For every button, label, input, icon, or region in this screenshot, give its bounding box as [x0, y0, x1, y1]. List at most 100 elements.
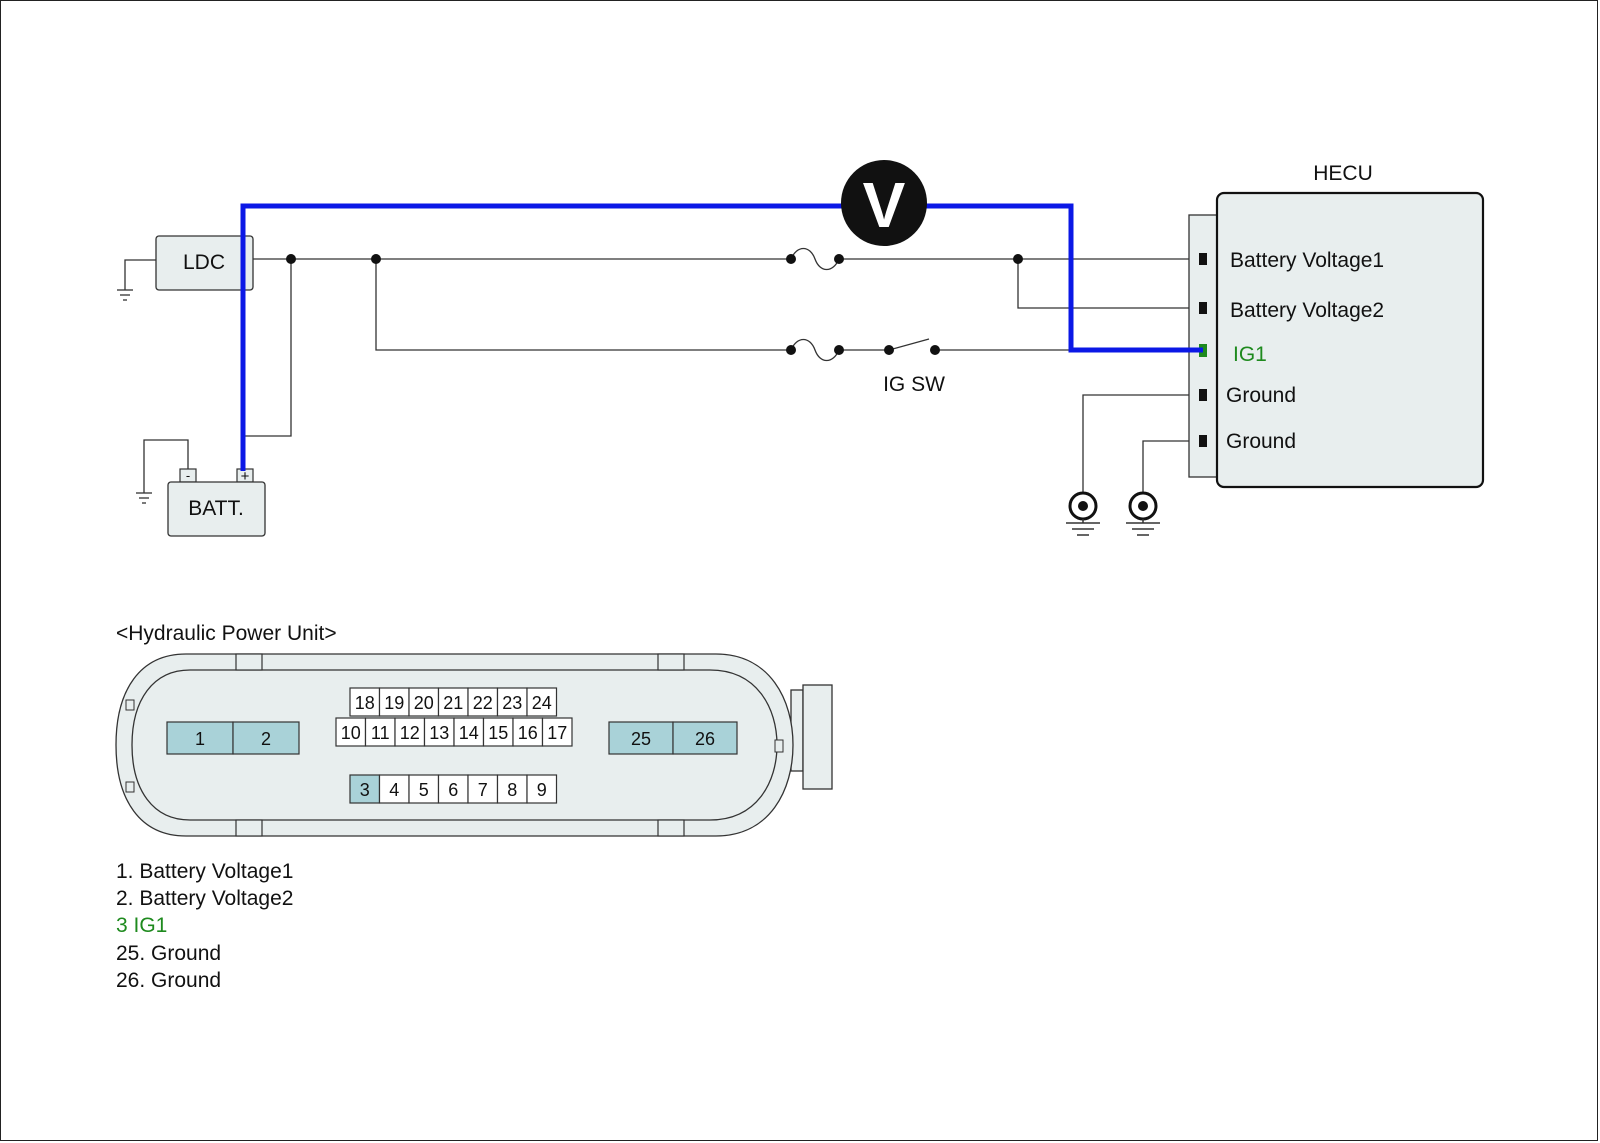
connector-pin-label: 18 — [355, 693, 375, 713]
connector-pin-label: 2 — [261, 729, 271, 749]
hecu-pin — [1199, 389, 1207, 401]
ig-sw-label: IG SW — [883, 373, 945, 396]
connector-pin-18: 18 — [349, 687, 381, 717]
batt-label: BATT. — [188, 497, 244, 520]
connector-pin-label: 7 — [478, 780, 488, 800]
legend-item-ig1: 3 IG1 — [116, 914, 168, 937]
voltmeter-label: V — [863, 169, 906, 241]
connector-pin-label: 20 — [414, 693, 434, 713]
probe-wire-positive — [925, 203, 1203, 353]
connector-pin-9: 9 — [526, 774, 558, 804]
connector-pin-14: 14 — [453, 717, 485, 747]
wiring — [124, 258, 1196, 493]
chassis-grounds — [117, 289, 152, 504]
connector-pin-label: 10 — [341, 723, 361, 743]
junction-dots — [286, 254, 1023, 355]
switch-terminal-dot — [884, 345, 894, 355]
junction-dot — [1013, 254, 1023, 264]
connector-notch — [235, 653, 263, 671]
connector-pin-label: 21 — [443, 693, 463, 713]
ldc-label: LDC — [183, 251, 225, 274]
connector-pin-label: 15 — [488, 723, 508, 743]
fuse-battery — [790, 247, 840, 271]
connector-pin-5: 5 — [408, 774, 440, 804]
voltmeter: V — [841, 160, 927, 246]
connector-pin-17: 17 — [541, 717, 573, 747]
connector-notch — [657, 819, 685, 837]
junction-dot — [371, 254, 381, 264]
hecu-pin-label-ig1: IG1 — [1233, 343, 1267, 366]
connector-pin-label: 3 — [360, 780, 370, 800]
hecu-pin — [1199, 302, 1207, 314]
connector-pin-4: 4 — [378, 774, 410, 804]
connector-pin-12: 12 — [394, 717, 426, 747]
ig-switch-blade — [888, 338, 930, 351]
batt-plus-label: + — [241, 468, 250, 485]
probe-wire-negative — [240, 203, 845, 471]
fuse-terminal-dot — [834, 254, 844, 264]
connector-pin-label: 22 — [473, 693, 493, 713]
connector-pin-label: 8 — [507, 780, 517, 800]
hecu-pin — [1199, 253, 1207, 265]
connector-pin-15: 15 — [482, 717, 514, 747]
connector-notch — [657, 653, 685, 671]
connector-pin-label: 1 — [195, 729, 205, 749]
connector-pin-8: 8 — [496, 774, 528, 804]
connector-pin-label: 12 — [400, 723, 420, 743]
batt-plus-wire — [245, 259, 292, 437]
hecu-label: HECU — [1313, 162, 1373, 185]
legend-item: 2. Battery Voltage2 — [116, 887, 294, 910]
connector-pin-10: 10 — [335, 717, 367, 747]
ground1-wire — [1082, 394, 1196, 493]
hecu-pin-label-ground1: Ground — [1226, 384, 1296, 407]
hecu-pin-label-bv2: Battery Voltage2 — [1230, 299, 1384, 322]
connector-pin-label: 9 — [537, 780, 547, 800]
ig-branch-wire — [375, 259, 791, 351]
connector-pin-label: 24 — [532, 693, 552, 713]
hecu-pin-label-bv1: Battery Voltage1 — [1230, 249, 1384, 272]
battery: - + BATT. — [167, 468, 266, 537]
connector-notch — [235, 819, 263, 837]
ground-terminal-1 — [1066, 491, 1100, 536]
legend-item: 1. Battery Voltage1 — [116, 860, 294, 883]
connector-pin-label: 13 — [429, 723, 449, 743]
connector-pin-3: 3 — [349, 774, 381, 804]
ground2-wire — [1142, 440, 1196, 493]
ground-terminal-2 — [1126, 491, 1160, 536]
ldc-box: LDC — [155, 235, 254, 291]
fuse-terminal-dot — [834, 345, 844, 355]
connector-pin-26: 26 — [672, 721, 738, 755]
connector-pin-19: 19 — [378, 687, 410, 717]
connector-pin-16: 16 — [512, 717, 544, 747]
switch-terminal-dot — [930, 345, 940, 355]
connector-latch — [802, 684, 833, 790]
connector-pin-13: 13 — [423, 717, 455, 747]
connector-pin-24: 24 — [526, 687, 558, 717]
connector-pin-6: 6 — [437, 774, 469, 804]
connector-pin-label: 11 — [371, 723, 390, 743]
connector-pin-label: 16 — [518, 723, 538, 743]
connector-pin-label: 6 — [448, 780, 458, 800]
connector-pin-label: 25 — [631, 729, 651, 749]
connector-key — [125, 781, 135, 793]
ldc-ground-wire — [124, 259, 156, 290]
connector-key — [774, 739, 784, 753]
legend-item: 26. Ground — [116, 969, 222, 992]
connector-pin-25: 25 — [608, 721, 674, 755]
connector-pin-label: 26 — [695, 729, 715, 749]
connector-title: <Hydraulic Power Unit> — [116, 622, 337, 645]
connector-pin-20: 20 — [408, 687, 440, 717]
legend-item: 25. Ground — [116, 942, 222, 965]
connector-pin-label: 14 — [459, 723, 479, 743]
batt-minus-label: - — [186, 468, 190, 483]
fuse-terminal-dot — [786, 345, 796, 355]
connector-pin-label: 4 — [389, 780, 399, 800]
junction-dot — [286, 254, 296, 264]
connector-pin-21: 21 — [437, 687, 469, 717]
connector-pin-label: 5 — [419, 780, 429, 800]
connector-pin-1: 1 — [166, 721, 234, 755]
connector-pin-11: 11 — [364, 717, 396, 747]
